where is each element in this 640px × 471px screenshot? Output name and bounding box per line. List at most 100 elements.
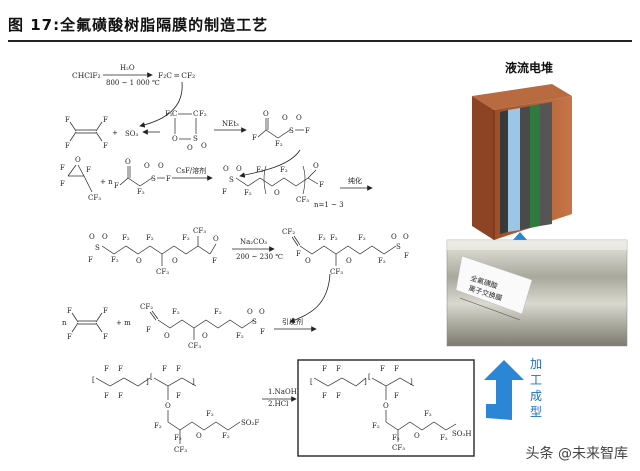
svg-text:F₂: F₂ xyxy=(318,234,326,242)
svg-text:F₂: F₂ xyxy=(424,410,432,418)
svg-text:F: F xyxy=(60,164,65,172)
tfe-structure-2: F F F F xyxy=(67,307,108,341)
svg-text:F₂: F₂ xyxy=(440,434,448,442)
svg-text:O: O xyxy=(305,257,311,265)
svg-text:CF₃: CF₃ xyxy=(188,342,201,350)
svg-text:O: O xyxy=(201,142,207,150)
svg-text:O: O xyxy=(391,233,397,241)
net3-label: NEt₃ xyxy=(222,120,239,128)
vinyl-ether-monomer-a: CF₂ F O F₂ CF₃ F₂ O F₂ F₂ S O O F xyxy=(282,228,409,276)
svg-text:F: F xyxy=(67,333,72,341)
svg-text:O: O xyxy=(414,432,420,440)
svg-text:F₂: F₂ xyxy=(358,234,366,242)
svg-text:F₂: F₂ xyxy=(330,234,338,242)
svg-text:O: O xyxy=(282,114,288,122)
svg-text:CF₃: CF₃ xyxy=(330,268,343,276)
polymer-so3h: [ F F F F ] [ F F F ] O F₂ F₂ CF₃ O F₂ F… xyxy=(310,365,471,452)
svg-text:S: S xyxy=(151,175,156,183)
svg-text:O: O xyxy=(403,233,409,241)
svg-text:O: O xyxy=(164,332,170,340)
svg-text:成: 成 xyxy=(530,389,542,403)
temp1-label: 800 ~ 1 000 ℃ xyxy=(106,79,160,87)
purify-label: 纯化 xyxy=(348,176,362,185)
fso2-cf2-cof-2: F O F₂ S O O F xyxy=(114,158,171,196)
svg-text:O: O xyxy=(274,189,280,197)
svg-text:F₂: F₂ xyxy=(174,434,182,442)
svg-text:O: O xyxy=(89,233,95,241)
svg-text:F₂: F₂ xyxy=(206,410,214,418)
svg-text:F: F xyxy=(336,392,341,400)
chclf2-label: CHClF₂ xyxy=(72,71,101,80)
svg-text:F: F xyxy=(103,116,108,124)
step-3: F O F F CF₃ + n F O F₂ S O O F CsF/溶 xyxy=(60,156,373,209)
svg-text:F: F xyxy=(394,392,399,400)
csf-label: CsF/溶剂 xyxy=(176,166,206,175)
svg-text:S: S xyxy=(289,127,294,135)
svg-text:F: F xyxy=(118,392,123,400)
svg-text:F: F xyxy=(103,307,108,315)
svg-text:F₂: F₂ xyxy=(182,234,190,242)
svg-text:CF₃: CF₃ xyxy=(296,196,309,204)
svg-text:O: O xyxy=(383,402,389,410)
svg-text:O: O xyxy=(136,257,142,265)
svg-text:O: O xyxy=(236,165,242,173)
svg-text:O: O xyxy=(102,233,108,241)
so3-label: SO₃ xyxy=(125,130,139,138)
svg-text:型: 型 xyxy=(530,405,542,419)
svg-text:CF₃: CF₃ xyxy=(392,444,405,452)
svg-text:F₂: F₂ xyxy=(280,166,288,174)
svg-text:[: [ xyxy=(368,373,371,381)
svg-text:F: F xyxy=(104,365,109,373)
svg-text:CF₂: CF₂ xyxy=(282,228,295,236)
tfe-product-label: F₂C ═ CF₂ xyxy=(158,71,195,80)
svg-text:O: O xyxy=(313,162,319,170)
step-1: CHClF₂ H₂O 800 ~ 1 000 ℃ F₂C ═ CF₂ xyxy=(72,64,195,128)
svg-text:F₂: F₂ xyxy=(199,110,207,118)
svg-text:O: O xyxy=(187,144,193,152)
svg-text:F: F xyxy=(222,188,227,196)
step-5: n F F F F + m CF₂ F O F₂ CF₃ O F₂ F₂ xyxy=(62,303,317,350)
vinyl-ether-monomer-b: CF₂ F O F₂ CF₃ O F₂ F₂ S O O F xyxy=(140,303,265,350)
svg-text:F: F xyxy=(319,181,324,189)
svg-text:S: S xyxy=(252,318,257,326)
svg-text:O: O xyxy=(213,235,219,243)
svg-text:F: F xyxy=(380,365,385,373)
watermark-text: 头条 @未来智库 xyxy=(525,446,628,462)
svg-text:F: F xyxy=(176,392,181,400)
svg-text:F: F xyxy=(336,365,341,373)
product-box xyxy=(297,359,475,457)
svg-text:F: F xyxy=(60,180,65,188)
svg-text:]: ] xyxy=(192,378,195,386)
svg-text:O: O xyxy=(196,432,202,440)
membrane-roll-image: 全氟磺酸 离子交换膜 xyxy=(446,239,628,347)
svg-text:F: F xyxy=(104,392,109,400)
svg-text:CF₃: CF₃ xyxy=(156,268,169,276)
svg-text:F: F xyxy=(296,250,301,258)
svg-text:[: [ xyxy=(92,376,95,384)
svg-text:C: C xyxy=(193,110,198,118)
svg-text:S: S xyxy=(95,244,100,252)
synthesis-scheme: CHClF₂ H₂O 800 ~ 1 000 ℃ F₂C ═ CF₂ F F F… xyxy=(60,60,628,457)
svg-text:S: S xyxy=(193,135,198,143)
svg-text:F₂: F₂ xyxy=(275,140,283,148)
svg-text:F₂: F₂ xyxy=(122,234,130,242)
na2co3-label: Na₂CO₃ xyxy=(240,238,267,246)
side-label-processing: 加 工 成 型 xyxy=(530,357,542,419)
svg-text:工: 工 xyxy=(530,373,542,387)
svg-text:F: F xyxy=(67,307,72,315)
curved-arrow-4 xyxy=(289,273,331,323)
svg-text:F: F xyxy=(88,256,93,264)
svg-text:F: F xyxy=(103,142,108,150)
purified-monomer-precursor: F S O O F₂ F₂ O F₂ CF₃ O F₂ CF₃ O F xyxy=(88,227,219,276)
svg-text:F: F xyxy=(114,182,119,190)
svg-text:F: F xyxy=(176,365,181,373)
svg-text:F: F xyxy=(162,365,167,373)
fso2-cf2-cof: F O F₂ S O O F xyxy=(252,110,310,148)
svg-text:F₂: F₂ xyxy=(244,189,252,197)
svg-text:O: O xyxy=(172,257,178,265)
svg-text:CF₃: CF₃ xyxy=(88,194,101,202)
svg-text:F: F xyxy=(118,365,123,373)
step-4: F S O O F₂ F₂ O F₂ CF₃ O F₂ CF₃ O F Na₂C… xyxy=(88,227,409,323)
svg-text:S: S xyxy=(396,243,401,251)
svg-text:F: F xyxy=(260,328,265,336)
